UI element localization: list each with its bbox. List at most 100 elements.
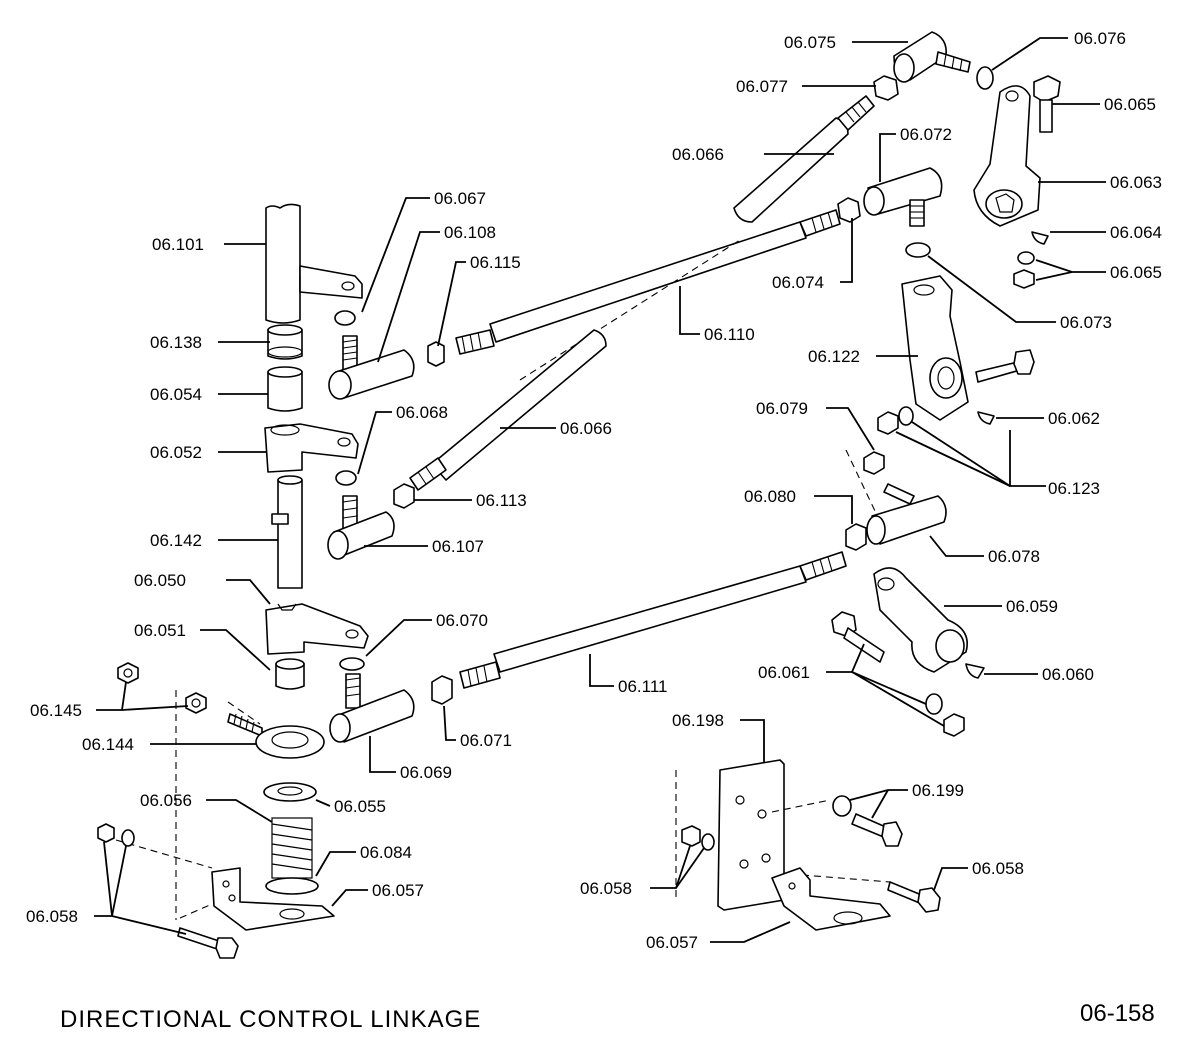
callout-06-115: 06.115 [470, 253, 521, 272]
mounting-bracket-left [211, 867, 335, 931]
bushing-upper [267, 324, 303, 360]
callout-06-079: 06.079 [756, 399, 808, 418]
hex-nut [681, 825, 701, 847]
callout-06-058: 06.058 [26, 907, 78, 926]
callout-06-054: 06.054 [150, 385, 202, 404]
woodruff-key [965, 663, 985, 679]
steering-arm-lower [265, 603, 369, 655]
lock-washer [925, 693, 943, 715]
callout-06-055: 06.055 [334, 797, 386, 816]
leader-lines [94, 37, 1106, 943]
hex-nut [863, 451, 885, 475]
callout-06-110: 06.110 [704, 325, 755, 344]
pitman-arm-lower [901, 275, 969, 421]
callout-06-058: 06.058 [580, 879, 632, 898]
callout-06-063: 06.063 [1110, 173, 1162, 192]
callout-06-051: 06.051 [134, 621, 186, 640]
lock-washer [121, 829, 135, 847]
hex-bolt [975, 349, 1035, 383]
callout-06-066: 06.066 [560, 419, 612, 438]
woodruff-key [977, 411, 995, 425]
hex-nut [185, 692, 207, 714]
callout-06-078: 06.078 [988, 547, 1040, 566]
hex-nut [877, 411, 899, 435]
callout-06-071: 06.071 [460, 731, 512, 750]
callout-06-138: 06.138 [150, 333, 202, 352]
lock-washer [898, 406, 914, 426]
rod-end-bearing [227, 713, 325, 759]
lock-washer [339, 657, 365, 671]
hex-bolt [887, 881, 941, 913]
mounting-plate [717, 759, 785, 911]
hex-nut [837, 197, 861, 223]
barrel-connector-lower [329, 689, 415, 743]
callout-06-077: 06.077 [736, 77, 788, 96]
hex-bolt [851, 813, 903, 847]
callout-06-080: 06.080 [744, 487, 796, 506]
coil-spring [265, 817, 319, 895]
callout-06-061: 06.061 [758, 663, 810, 682]
callout-06-065: 06.065 [1110, 263, 1162, 282]
woodruff-key [1031, 231, 1049, 245]
hex-bolt [831, 611, 885, 663]
callout-06-070: 06.070 [436, 611, 488, 630]
callout-06-073: 06.073 [1060, 313, 1112, 332]
callout-06-111: 06.111 [618, 677, 667, 696]
callout-06-066: 06.066 [672, 145, 724, 164]
lock-washer [335, 470, 357, 486]
callout-06-107: 06.107 [432, 537, 484, 556]
callout-06-065: 06.065 [1104, 95, 1156, 114]
diagram-title: DIRECTIONAL CONTROL LINKAGE [60, 1006, 482, 1033]
barrel-connector-top [893, 31, 971, 83]
tie-rod-short-middle [409, 329, 607, 491]
column-tube-lower [271, 475, 303, 589]
lock-washer [1017, 251, 1035, 265]
bushing-lower [275, 658, 305, 690]
hex-nut [943, 713, 965, 737]
callout-06-145: 06.145 [30, 701, 82, 720]
callout-06-068: 06.068 [396, 403, 448, 422]
callout-06-057: 06.057 [646, 933, 698, 952]
callout-06-058: 06.058 [972, 859, 1024, 878]
hex-nut [1013, 269, 1035, 289]
lock-washer [701, 833, 715, 851]
callout-06-064: 06.064 [1110, 223, 1162, 242]
pitman-arm-upper [973, 85, 1041, 227]
callout-06-076: 06.076 [1074, 29, 1126, 48]
tie-rod-lower [459, 551, 847, 689]
threaded-stud [342, 335, 358, 371]
lock-washer [334, 310, 356, 326]
callout-06-052: 06.052 [150, 443, 202, 462]
hex-nut [393, 483, 415, 509]
callout-06-198: 06.198 [672, 711, 724, 730]
callout-06-060: 06.060 [1042, 665, 1094, 684]
column-tube-upper [265, 203, 363, 324]
page-number: 06-158 [1080, 1000, 1155, 1027]
callout-06-075: 06.075 [784, 33, 836, 52]
hex-bolt [1033, 75, 1061, 133]
hex-nut [117, 662, 139, 684]
hex-bolt [177, 927, 239, 959]
callout-06-057: 06.057 [372, 881, 424, 900]
barrel-connector-lower-right [866, 483, 947, 545]
hex-nut [873, 75, 899, 101]
callout-06-142: 06.142 [150, 531, 202, 550]
callout-06-074: 06.074 [772, 273, 824, 292]
clamp-arm [873, 567, 968, 673]
callout-06-059: 06.059 [1006, 597, 1058, 616]
hex-nut [845, 523, 867, 551]
hex-nut [427, 341, 445, 367]
callout-06-067: 06.067 [434, 189, 486, 208]
callout-06-072: 06.072 [900, 125, 952, 144]
parts-artwork [97, 31, 1061, 959]
callout-06-062: 06.062 [1048, 409, 1100, 428]
callout-06-113: 06.113 [476, 491, 527, 510]
tie-rod-short-upper [733, 95, 875, 223]
barrel-connector-middle [327, 511, 395, 560]
threaded-stud [345, 673, 361, 709]
callout-06-069: 06.069 [400, 763, 452, 782]
sleeve [267, 366, 303, 412]
mounting-bracket-right [771, 867, 891, 931]
callout-06-199: 06.199 [912, 781, 964, 800]
